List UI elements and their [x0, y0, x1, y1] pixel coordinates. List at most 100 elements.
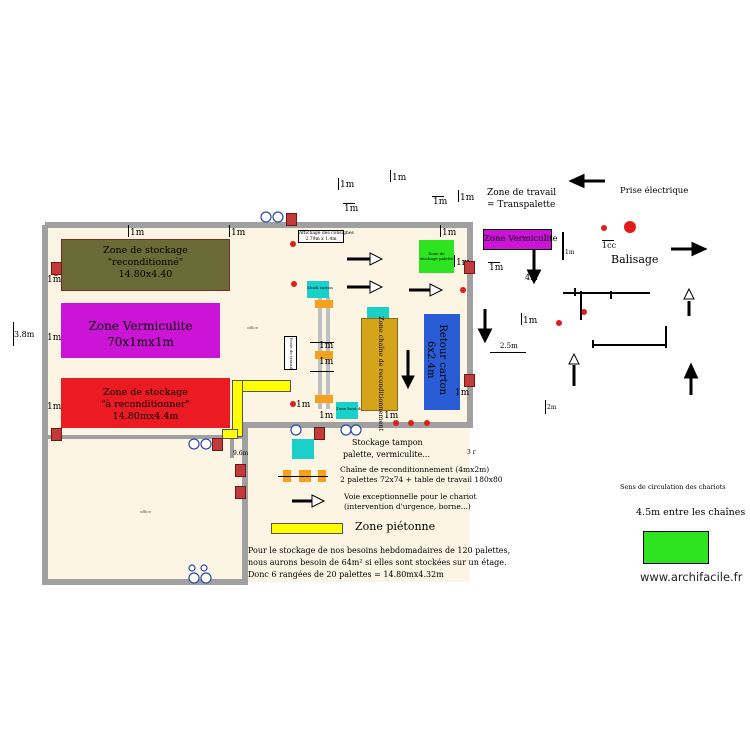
dim-label: 1m	[456, 258, 470, 268]
dim-tick	[432, 196, 444, 197]
paragraph-line1: Pour le stockage de nos besoins hebdomad…	[248, 546, 511, 555]
zone-pietonne-label: Zone piétonne	[355, 520, 436, 533]
affichage-line2: 2.79m x 1.4m	[305, 237, 337, 242]
watermark: www.archifacile.fr	[640, 570, 743, 584]
zone-a-reconditionner-line1: Zone de stockage	[103, 387, 188, 398]
dim-label-2m: 2m	[547, 404, 557, 411]
dim-label-1m-b: 1m	[565, 249, 575, 256]
dim-label-3-8m: 3.8m	[14, 330, 35, 339]
dim-label: 1m	[489, 263, 504, 273]
office-label: office	[247, 325, 259, 330]
chaine-desc-line2: 2 palettes 72x74 + table de travail 180x…	[340, 475, 503, 484]
dim-tick	[454, 255, 455, 267]
lower-conveyor	[278, 476, 328, 477]
dim-label: 1m	[384, 411, 399, 421]
pallet-2	[315, 351, 333, 359]
zone-reconditionne-line1: Zone de stockage	[103, 245, 188, 256]
dim-tick	[458, 190, 459, 202]
walkway-foot	[222, 429, 238, 439]
lower-right-floor-area	[245, 425, 470, 582]
zone-reconditionne-line3: 14.80x4.40	[118, 269, 173, 280]
extinguisher-icon	[464, 261, 475, 274]
pallet-1	[315, 300, 333, 308]
extinguisher-icon	[212, 438, 223, 451]
dispatch-label: Zone bout de chaîne	[336, 406, 378, 411]
dot-marker-icon	[460, 287, 466, 293]
zone-green-small: Zone de stockage palette	[419, 240, 454, 273]
dim-label: 1m	[319, 341, 334, 351]
dim-label-2-5m: 2.5m	[500, 342, 518, 350]
dim-tick	[488, 262, 500, 263]
dim-label: 1m	[460, 193, 475, 203]
dim-label: 1m	[47, 275, 62, 285]
dot-marker-icon	[393, 420, 399, 426]
dim-label: 1m	[47, 402, 62, 412]
dim-tick	[390, 170, 391, 182]
extinguisher-icon	[314, 427, 325, 440]
zone-vermiculite-line2: 70x1mx1m	[107, 335, 174, 349]
dot-marker-icon	[290, 241, 296, 247]
lower-left-floor-area	[45, 425, 245, 582]
office-label-lower: office	[140, 509, 152, 514]
dim-label: 1m	[296, 400, 311, 410]
zone-a-reconditionner-line2: "à reconditionner"	[101, 399, 190, 410]
vermiculite-right-label: Zone Vermiculite	[484, 234, 558, 244]
zone-pietonne-bar	[271, 523, 343, 534]
zone-stockage-a-reconditionner: Zone de stockage "à reconditionner" 14.8…	[61, 378, 230, 428]
extinguisher-icon	[235, 464, 246, 477]
green-small-label: Zone de stockage palette	[419, 251, 454, 261]
conveyor-bar-1	[310, 342, 334, 343]
dim-label: 1m	[319, 411, 334, 421]
zone-stockage-reconditionne: Zone de stockage "reconditionné" 14.80x4…	[61, 239, 230, 291]
zone-travail-line1: Zone de travail	[487, 188, 557, 198]
dot-marker-icon	[601, 225, 607, 231]
zone-chaine-reconditionnement: Zone chaîne de reconditionnement	[361, 316, 398, 431]
cyan-square-lower	[292, 439, 314, 459]
dim-label: 1m	[433, 197, 448, 207]
dim-tick	[343, 203, 355, 204]
prise-marker-icon	[624, 221, 636, 233]
affichage-consignes: Affichage des consignes 2.79m x 1.4m	[298, 230, 354, 243]
paragraph-line2: nous aurons besoin de 64m² si elles sont…	[248, 558, 507, 567]
dim-label-1cc: 1cc	[602, 241, 617, 250]
dim-label: 1m	[442, 228, 457, 238]
zone-a-reconditionner-line3: 14.80mx4.4m	[112, 411, 179, 422]
dim-label-3r: 3 r	[467, 449, 476, 456]
dim-label: 1m	[455, 388, 470, 398]
prise-label: Prise électrique	[620, 186, 689, 196]
stockage-tampon-line2: palette, vermiculite...	[343, 450, 430, 459]
dim-tick	[440, 225, 441, 237]
dim-line-2m	[545, 400, 546, 414]
legend-green-swatch	[643, 531, 709, 564]
cyan-square-small	[367, 307, 389, 318]
balisage-label: Balisage	[611, 253, 659, 266]
paragraph-line3: Donc 6 rangées de 20 palettes = 14.80mx4…	[248, 570, 444, 579]
dim-tick	[128, 225, 129, 237]
dim-line-2-5m	[490, 352, 526, 353]
dim-label: 1m	[340, 180, 355, 190]
dim-label: 1m	[47, 333, 62, 343]
stock-carton-label: Stock carton	[307, 285, 333, 290]
entre-chaines-label: 4.5m entre les chaînes	[636, 507, 746, 518]
dim-label: 1m	[392, 173, 407, 183]
extinguisher-icon	[235, 486, 246, 499]
dim-label: 1m	[523, 316, 538, 326]
dim-tick	[229, 225, 230, 237]
dim-line-3-8m	[13, 322, 14, 346]
extinguisher-icon	[51, 428, 62, 441]
dot-marker-icon	[408, 420, 414, 426]
pallet-3	[315, 395, 333, 403]
dim-label: 1m	[130, 228, 145, 238]
poste-de-travail: Poste de travail	[284, 336, 297, 370]
dim-tick	[338, 178, 339, 190]
zone-vermiculite-main: Zone Vermiculite 70x1mx1m	[61, 303, 220, 358]
extinguisher-icon	[51, 262, 62, 275]
affichage-line1: Affichage des consignes	[299, 231, 354, 236]
stockage-tampon-line1: Stockage tampon	[352, 438, 423, 447]
zone-travail-line2: = Transpalette	[487, 200, 556, 210]
dot-marker-icon	[556, 320, 562, 326]
